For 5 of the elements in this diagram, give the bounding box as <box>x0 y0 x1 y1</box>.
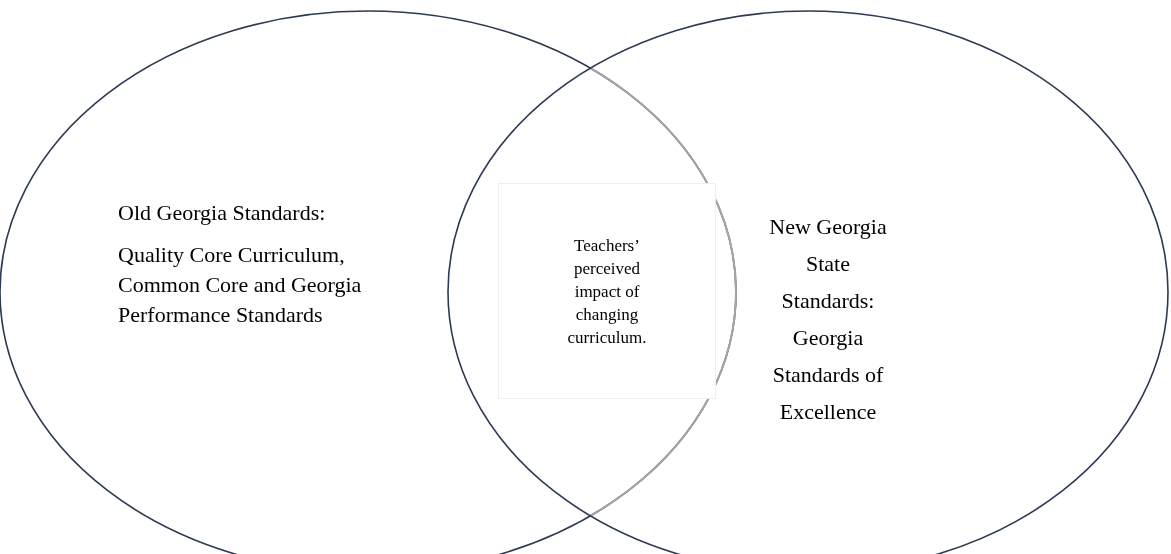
overlap-text: Teachers’ perceived impact of changing curriculum. <box>566 234 648 349</box>
center-box <box>498 183 716 399</box>
body-text: Quality Core Curriculum, Common Core and Georgia Performance Standards <box>118 241 363 329</box>
heading-text: Old Georgia Standards: <box>118 199 327 227</box>
body-text: New Georgia State Standards: Georgia Standards of Excellence <box>768 213 888 426</box>
